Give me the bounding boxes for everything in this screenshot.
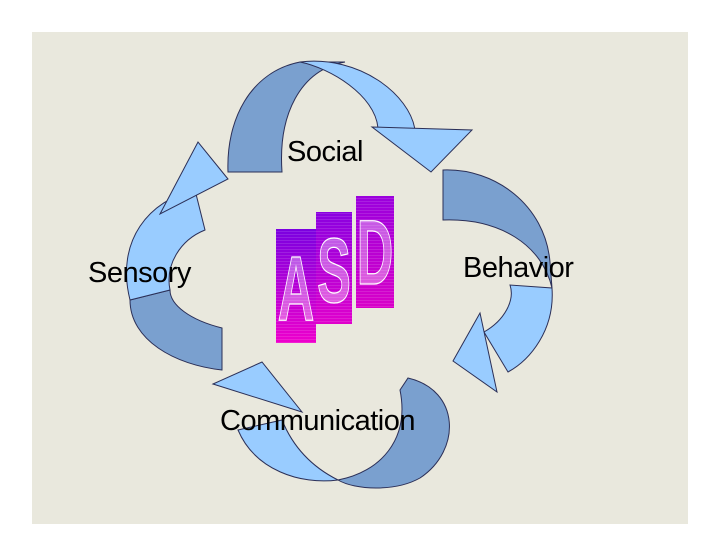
arrow-bottom-body-front [237,419,340,482]
label-communication: Communication [220,405,415,437]
arrow-right-body-back [442,169,553,289]
asd-block-s: S [316,212,352,324]
arrow-right [442,169,553,394]
asd-letter-d: D [357,201,394,304]
arrow-top-head [370,126,474,173]
label-behavior: Behavior [463,252,574,284]
arrow-left [125,141,229,371]
arrow-left-body-back [129,289,223,371]
arrow-bottom-head [211,361,304,413]
asd-letter-s: S [317,219,351,322]
arrow-bottom-body-back [336,377,450,489]
arrow-top-body-back [227,61,346,173]
arrow-left-head [158,141,229,216]
label-social: Social [287,136,364,168]
label-sensory: Sensory [88,257,191,289]
arrow-top [227,60,474,173]
arrow-right-body-front [483,284,553,373]
asd-block-d: D [356,196,394,308]
asd-logo: A S D [276,196,394,343]
arrow-right-head [452,311,498,394]
asd-letter-a: A [278,237,315,340]
asd-block-a: A [276,229,316,343]
arrow-bottom [211,361,450,489]
